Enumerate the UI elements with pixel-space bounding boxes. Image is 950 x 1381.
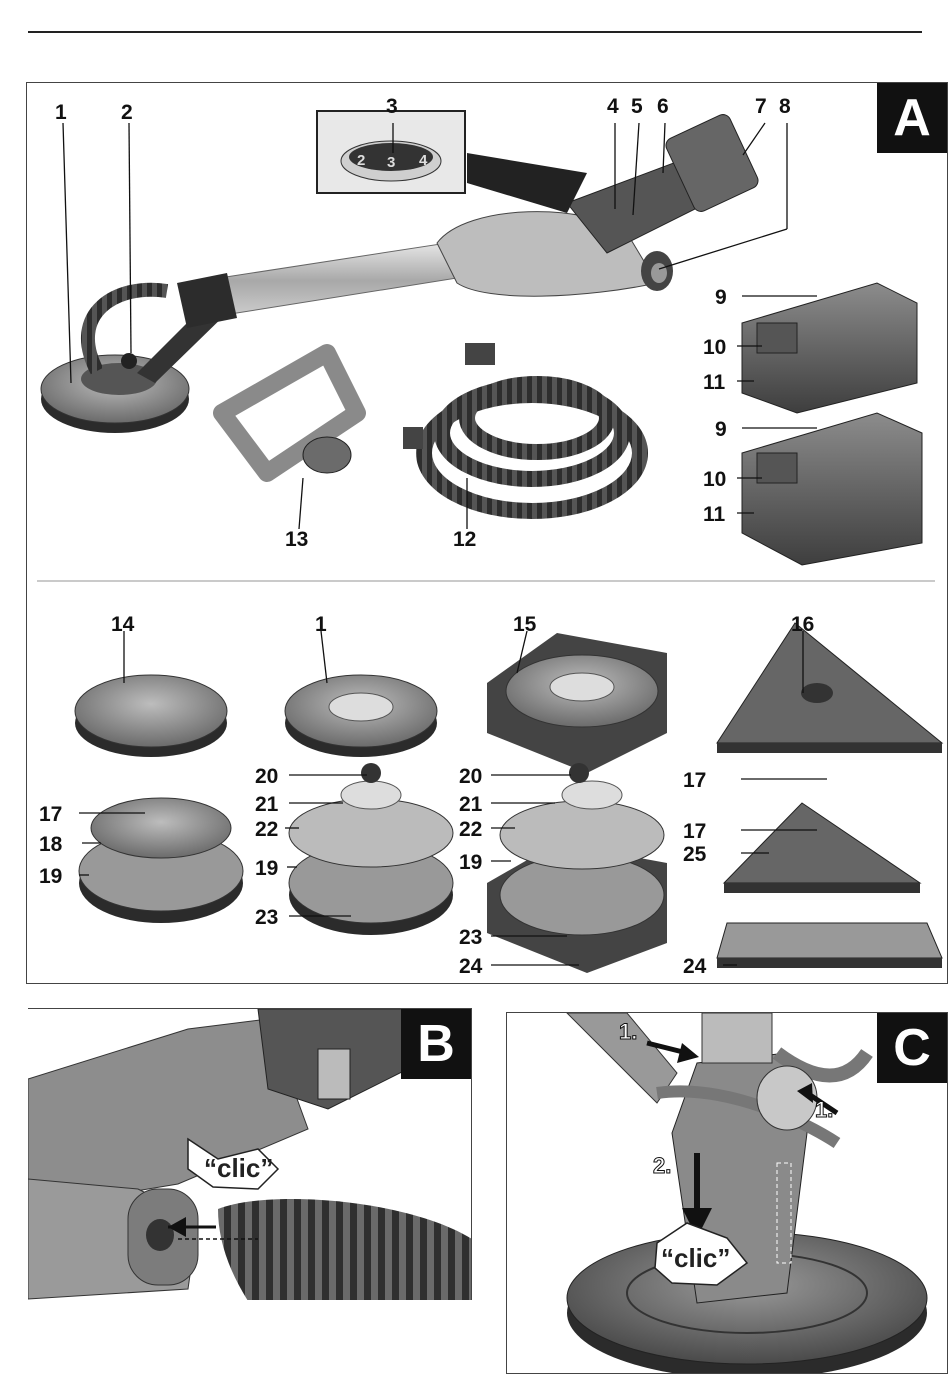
callout-22-round: 22 — [255, 818, 278, 841]
callout-17-triangle: 17 — [683, 769, 706, 792]
callout-11-large: 11 — [703, 503, 726, 526]
callout-18: 18 — [39, 833, 63, 856]
callout-24-triangle: 24 — [683, 955, 707, 978]
callout-17-round: 17 — [39, 803, 62, 826]
panel-a: A — [26, 82, 948, 984]
callout-21-round: 21 — [255, 793, 279, 816]
callout-12: 12 — [453, 528, 476, 551]
panel-c-clic: “clic” — [661, 1243, 730, 1273]
speed-dial-inset: 2 3 4 — [317, 111, 587, 213]
assembly-delta — [487, 763, 667, 973]
panel-c: “clic” 1. 1. 2. C — [506, 1012, 948, 1374]
panel-c-step-2: 2. — [653, 1153, 671, 1178]
panel-b: “clic” B — [28, 1008, 472, 1300]
callout-25: 25 — [683, 843, 707, 866]
callout-19-delta: 19 — [459, 851, 482, 874]
callout-20-delta: 20 — [459, 765, 482, 788]
callout-9-small: 9 — [715, 286, 727, 309]
callout-24-delta: 24 — [459, 955, 483, 978]
callout-9-large: 9 — [715, 418, 727, 441]
callout-19-round-2: 19 — [255, 857, 278, 880]
callout-1: 1 — [55, 101, 67, 124]
callout-20-round: 20 — [255, 765, 278, 788]
callout-13: 13 — [285, 528, 308, 551]
panel-c-step-1-left: 1. — [619, 1019, 637, 1044]
dial-mark-4: 4 — [419, 152, 428, 169]
callout-1-pad: 1 — [315, 613, 327, 636]
dial-mark-3: 3 — [387, 154, 395, 171]
callout-10-large: 10 — [703, 468, 726, 491]
callout-23-delta: 23 — [459, 926, 482, 949]
callout-8: 8 — [779, 95, 791, 118]
battery-large — [742, 413, 922, 565]
assembly-round — [79, 798, 243, 923]
callout-11-small: 11 — [703, 371, 726, 394]
callout-4: 4 — [607, 95, 619, 118]
callout-5: 5 — [631, 95, 643, 118]
callout-10-small: 10 — [703, 336, 726, 359]
callout-7: 7 — [755, 95, 767, 118]
callout-14: 14 — [111, 613, 135, 636]
callout-23-round: 23 — [255, 906, 278, 929]
auxiliary-handle — [222, 353, 357, 473]
panel-c-tag: C — [877, 1013, 947, 1083]
battery-small — [742, 283, 917, 413]
panel-a-illustration: 2 3 4 — [27, 83, 948, 984]
callout-15: 15 — [513, 613, 537, 636]
callout-22-delta: 22 — [459, 818, 482, 841]
pad-1 — [285, 675, 437, 757]
pad-16 — [717, 623, 942, 753]
pad-15 — [487, 633, 667, 773]
callout-16: 16 — [791, 613, 814, 636]
callout-21-delta: 21 — [459, 793, 483, 816]
callout-2: 2 — [121, 101, 133, 124]
assembly-triangle — [717, 803, 942, 968]
pad-14 — [75, 675, 227, 757]
panel-b-tag: B — [401, 1009, 471, 1079]
panel-b-clic: “clic” — [204, 1153, 273, 1183]
dial-mark-2: 2 — [357, 152, 365, 169]
extraction-hose — [403, 343, 640, 511]
callout-6: 6 — [657, 95, 669, 118]
callout-17-triangle-2: 17 — [683, 820, 706, 843]
callout-19-round: 19 — [39, 865, 62, 888]
callout-3: 3 — [386, 95, 398, 118]
top-rule — [28, 31, 922, 33]
assembly-round-2 — [289, 763, 453, 935]
panel-c-step-1-right: 1. — [815, 1097, 833, 1122]
